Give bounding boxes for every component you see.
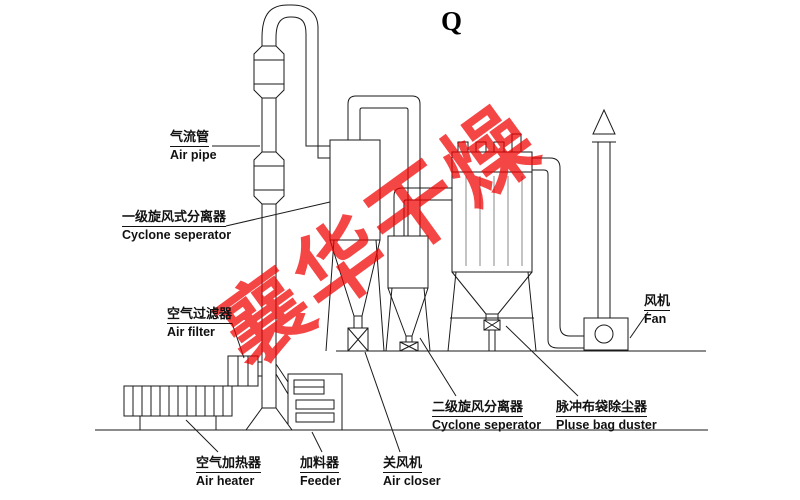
label-feeder-en: Feeder xyxy=(300,474,341,488)
label-feeder: 加料器 Feeder xyxy=(300,454,341,488)
rotary-valve1-drawing xyxy=(347,327,369,352)
discharge-valve-drawing xyxy=(483,319,501,351)
air-heater-drawing xyxy=(123,385,233,430)
label-feeder-zh: 加料器 xyxy=(300,456,340,473)
page-title: Q xyxy=(441,6,463,36)
label-air-pipe: 气流管 Air pipe xyxy=(170,128,217,162)
label-air-filter: 空气过滤器 Air filter xyxy=(167,305,233,339)
cyclone1-drawing xyxy=(325,95,421,352)
label-air-filter-zh: 空气过滤器 xyxy=(167,307,233,324)
label-air-pipe-zh: 气流管 xyxy=(170,130,210,147)
leader-lines xyxy=(185,145,649,453)
label-cyclone1-en: Cyclone seperator xyxy=(122,228,232,242)
label-air-filter-en: Air filter xyxy=(167,325,215,339)
label-air-heater: 空气加热器 Air heater xyxy=(196,454,262,488)
label-cyclone2-en: Cyclone seperator xyxy=(432,418,542,432)
air-pipe-drawing xyxy=(245,4,330,431)
label-bag-duster: 脉冲布袋除尘器 Pluse bag duster xyxy=(556,398,657,432)
label-air-closer: 关风机 Air closer xyxy=(383,454,441,488)
up-arrow-icon xyxy=(592,108,616,135)
label-fan-zh: 风机 xyxy=(644,294,671,311)
cyclone2-drawing xyxy=(385,187,452,352)
fan-drawing xyxy=(583,108,629,351)
label-bag-duster-zh: 脉冲布袋除尘器 xyxy=(556,400,648,417)
feeder-drawing xyxy=(275,363,343,431)
label-cyclone1: 一级旋风式分离器 Cyclone seperator xyxy=(122,208,231,242)
label-air-pipe-en: Air pipe xyxy=(170,148,217,162)
label-air-heater-en: Air heater xyxy=(196,474,255,488)
rotary-valve2-drawing xyxy=(399,341,419,352)
air-filter-drawing xyxy=(227,355,262,387)
bag-duster-drawing xyxy=(447,133,584,352)
label-bag-duster-en: Pluse bag duster xyxy=(556,418,657,432)
label-cyclone2: 二级旋风分离器 Cyclone seperator xyxy=(432,398,541,432)
label-fan: 风机 Fan xyxy=(644,292,671,326)
label-air-heater-zh: 空气加热器 xyxy=(196,456,262,473)
label-cyclone1-zh: 一级旋风式分离器 xyxy=(122,210,227,227)
label-air-closer-zh: 关风机 xyxy=(383,456,423,473)
label-fan-en: Fan xyxy=(644,312,667,326)
label-cyclone2-zh: 二级旋风分离器 xyxy=(432,400,524,417)
label-air-closer-en: Air closer xyxy=(383,474,441,488)
